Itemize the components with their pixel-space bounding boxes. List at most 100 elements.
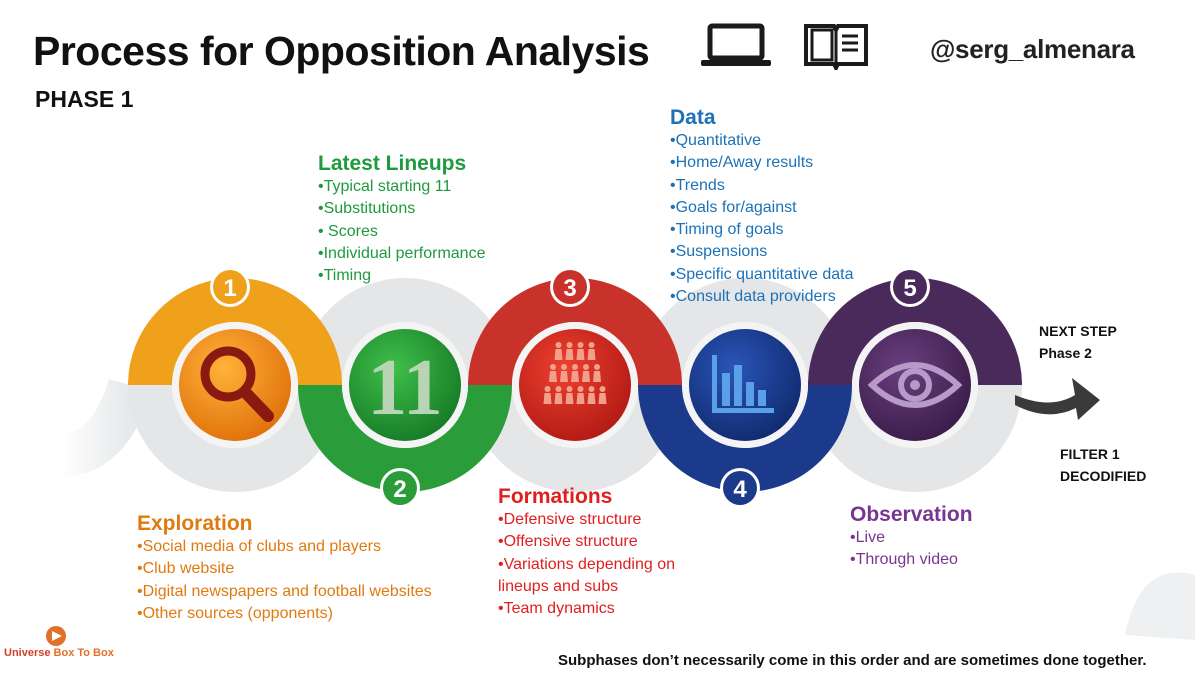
eleven-icon: 11 bbox=[367, 344, 443, 432]
person-head bbox=[555, 386, 562, 392]
step-1-number: 1 bbox=[223, 275, 236, 302]
logo-icon bbox=[46, 626, 66, 646]
person-head bbox=[550, 364, 556, 370]
list-item: Offensive structure bbox=[498, 531, 698, 553]
person-body bbox=[593, 371, 601, 382]
eye-icon bbox=[867, 362, 963, 408]
list-item: Timing of goals bbox=[670, 219, 854, 241]
person-head bbox=[588, 342, 595, 348]
section-data: Data Quantitative Home/Away results Tren… bbox=[670, 106, 854, 308]
people-icon bbox=[543, 342, 607, 404]
step-1-circle bbox=[172, 322, 298, 448]
list-item: Digital newspapers and football websites bbox=[137, 581, 432, 603]
person-body bbox=[549, 371, 557, 382]
person-body bbox=[543, 393, 552, 404]
list-item: Club website bbox=[137, 558, 432, 580]
list-item: Social media of clubs and players bbox=[137, 536, 432, 558]
person-body bbox=[554, 393, 563, 404]
section-title: Observation bbox=[850, 503, 973, 526]
list-item: Live bbox=[850, 527, 973, 549]
person-body bbox=[565, 349, 574, 360]
step-5-badge bbox=[890, 267, 930, 307]
bar-chart-icon bbox=[712, 355, 774, 413]
footnote: Subphases don’t necessarily come in this… bbox=[558, 652, 1147, 669]
step-5-circle bbox=[852, 322, 978, 448]
person-head bbox=[599, 386, 606, 392]
list-item: Other sources (opponents) bbox=[137, 603, 432, 625]
next-arrow-icon bbox=[1015, 378, 1100, 420]
person-head bbox=[583, 364, 589, 370]
step-2-circle bbox=[342, 322, 468, 448]
step-5-number: 5 bbox=[903, 275, 916, 302]
person-head bbox=[577, 342, 584, 348]
person-head bbox=[566, 386, 573, 392]
filter-line1: FILTER 1 bbox=[1060, 446, 1120, 462]
step-3-circle bbox=[512, 322, 638, 448]
list-item: Trends bbox=[670, 175, 854, 197]
section-exploration: Exploration Social media of clubs and pl… bbox=[137, 512, 432, 625]
person-body bbox=[565, 393, 574, 404]
person-head bbox=[594, 364, 600, 370]
person-head bbox=[572, 364, 578, 370]
logo-text-part1: Universe bbox=[4, 647, 54, 659]
step-4-badge bbox=[720, 468, 760, 508]
list-item: Quantitative bbox=[670, 130, 854, 152]
step-2-number: 2 bbox=[393, 476, 406, 503]
author-handle: @serg_almenara bbox=[930, 34, 1135, 64]
list-item: Timing bbox=[318, 265, 485, 287]
person-head bbox=[577, 386, 584, 392]
person-body bbox=[598, 393, 607, 404]
section-formations: Formations Defensive structure Offensive… bbox=[498, 485, 698, 620]
next-step-label: NEXT STEP Phase 2 bbox=[1039, 320, 1117, 364]
list-item: Specific quantitative data bbox=[670, 264, 854, 286]
filter-line2: DECODIFIED bbox=[1060, 468, 1147, 484]
list-item: Through video bbox=[850, 549, 973, 571]
section-observation: Observation Live Through video bbox=[850, 503, 973, 572]
watermark-shape bbox=[1125, 572, 1195, 640]
magnifier-icon bbox=[200, 346, 256, 402]
step-2-badge bbox=[380, 468, 420, 508]
person-body bbox=[576, 349, 585, 360]
list-item: Team dynamics bbox=[498, 598, 698, 620]
logo-text-part2: Box To Box bbox=[53, 647, 114, 659]
list-item: Defensive structure bbox=[498, 509, 698, 531]
next-step-line2: Phase 2 bbox=[1039, 345, 1092, 361]
person-head bbox=[561, 364, 567, 370]
person-body bbox=[587, 393, 596, 404]
step-1-badge bbox=[210, 267, 250, 307]
list-item: Goals for/against bbox=[670, 197, 854, 219]
person-head bbox=[588, 386, 595, 392]
person-body bbox=[571, 371, 579, 382]
filter-label: FILTER 1 DECODIFIED bbox=[1060, 443, 1146, 487]
person-head bbox=[544, 386, 551, 392]
laptop-icon bbox=[701, 23, 771, 66]
person-head bbox=[555, 342, 562, 348]
book-icon bbox=[804, 24, 868, 70]
list-item: Suspensions bbox=[670, 241, 854, 263]
person-body bbox=[587, 349, 596, 360]
list-item: Variations depending on lineups and subs bbox=[498, 554, 698, 599]
next-step-line1: NEXT STEP bbox=[1039, 323, 1117, 339]
person-body bbox=[554, 349, 563, 360]
section-latest-lineups: Latest Lineups Typical starting 11 Subst… bbox=[318, 152, 485, 287]
person-body bbox=[582, 371, 590, 382]
person-head bbox=[566, 342, 573, 348]
step-3-badge bbox=[550, 267, 590, 307]
phase-subtitle: PHASE 1 bbox=[35, 86, 134, 112]
list-item: Typical starting 11 bbox=[318, 176, 485, 198]
person-body bbox=[576, 393, 585, 404]
list-item: Substitutions bbox=[318, 198, 485, 220]
step-3-number: 3 bbox=[563, 275, 576, 302]
brand-logo: Universe Box To Box bbox=[4, 625, 114, 665]
section-title: Formations bbox=[498, 485, 613, 508]
section-title: Data bbox=[670, 106, 716, 129]
step-4-circle bbox=[682, 322, 808, 448]
list-item: Scores bbox=[318, 221, 485, 243]
list-item: Home/Away results bbox=[670, 152, 854, 174]
section-title: Latest Lineups bbox=[318, 152, 467, 175]
list-item: Individual performance bbox=[318, 243, 486, 265]
person-body bbox=[560, 371, 568, 382]
section-title: Exploration bbox=[137, 512, 253, 535]
page-title: Process for Opposition Analysis bbox=[33, 28, 650, 74]
